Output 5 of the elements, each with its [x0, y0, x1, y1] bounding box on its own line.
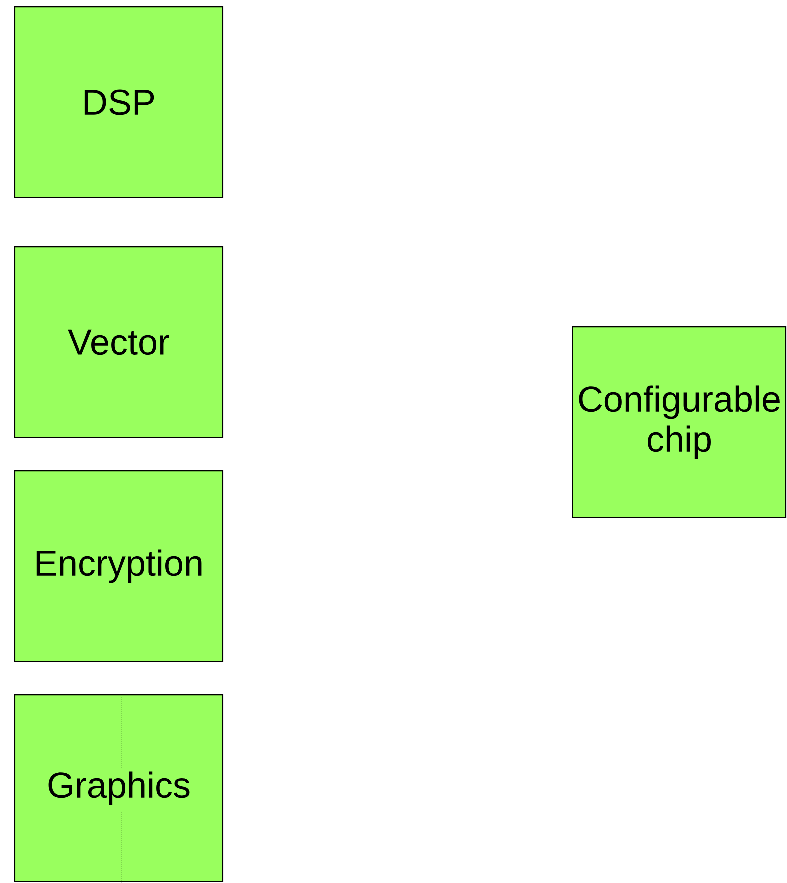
- process-box: Vector: [14, 246, 224, 438]
- process-box: DSP: [14, 6, 224, 198]
- process-box: Encryption: [14, 470, 224, 662]
- process-box: Configurable chip: [572, 326, 787, 518]
- process-box: Graphics: [14, 694, 224, 882]
